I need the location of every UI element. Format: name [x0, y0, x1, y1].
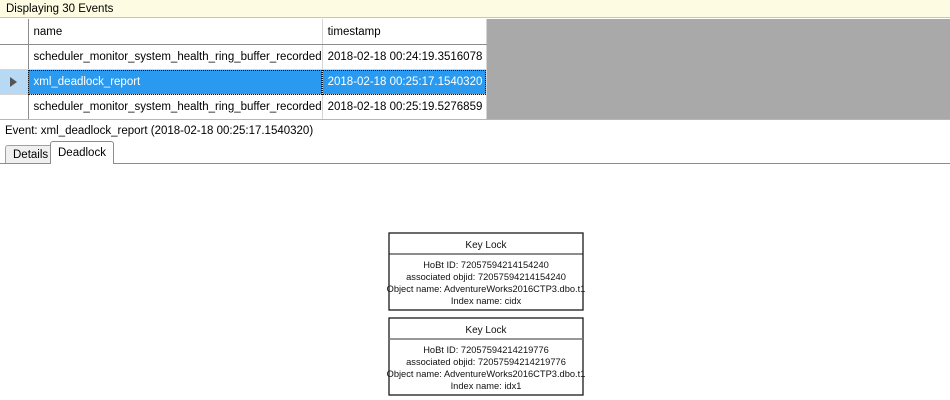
top-key-lock-line-3: Object name: AdventureWorks2016CTP3.dbo.… [387, 284, 586, 294]
row-selector-cell[interactable] [0, 94, 29, 119]
row-selector-cell[interactable] [0, 44, 29, 70]
cell-name[interactable]: xml_deadlock_report [28, 69, 323, 95]
row-selector-cell[interactable] [0, 69, 29, 95]
table-row-selected[interactable]: xml_deadlock_report 2018-02-18 00:25:17.… [0, 69, 487, 95]
deadlock-graph-svg: Request Mode: S Owner Mode: X Owner Mode… [387, 232, 586, 396]
table-header-row: name timestamp [0, 19, 487, 45]
row-selector-header [0, 19, 29, 45]
top-key-lock-line-1: HoBt ID: 72057594214154240 [423, 260, 549, 270]
column-header-name[interactable]: name [28, 19, 323, 45]
table-row[interactable]: scheduler_monitor_system_health_ring_buf… [0, 94, 487, 119]
cell-timestamp[interactable]: 2018-02-18 00:24:19.3516078 [322, 44, 487, 70]
tab-details[interactable]: Details [5, 145, 57, 164]
events-count-banner: Displaying 30 Events [0, 0, 950, 18]
resource-node-top-key-lock[interactable]: Key Lock HoBt ID: 72057594214154240 asso… [387, 232, 586, 311]
resource-node-bottom-key-lock[interactable]: Key Lock HoBt ID: 72057594214219776 asso… [387, 317, 586, 396]
tab-deadlock[interactable]: Deadlock [50, 141, 114, 164]
top-key-lock-line-4: Index name: cidx [451, 296, 522, 306]
top-key-lock-title: Key Lock [465, 240, 507, 251]
events-grid[interactable]: name timestamp scheduler_monitor_system_… [0, 19, 950, 119]
bottom-key-lock-line-3: Object name: AdventureWorks2016CTP3.dbo.… [387, 369, 586, 379]
cell-timestamp[interactable]: 2018-02-18 00:25:17.1540320 [322, 69, 487, 95]
deadlock-graph-canvas[interactable]: Request Mode: S Owner Mode: X Owner Mode… [0, 163, 950, 400]
tab-bar: Details Deadlock [0, 140, 950, 164]
top-key-lock-line-2: associated objid: 72057594214154240 [406, 272, 566, 282]
cell-name[interactable]: scheduler_monitor_system_health_ring_buf… [28, 94, 323, 119]
cell-timestamp[interactable]: 2018-02-18 00:25:19.5276859 [322, 94, 487, 119]
bottom-key-lock-title: Key Lock [465, 325, 507, 336]
bottom-key-lock-line-4: Index name: idx1 [451, 381, 522, 391]
events-table[interactable]: name timestamp scheduler_monitor_system_… [0, 19, 487, 119]
event-caption: Event: xml_deadlock_report (2018-02-18 0… [0, 119, 950, 139]
bottom-key-lock-line-1: HoBt ID: 72057594214219776 [423, 345, 549, 355]
cell-name[interactable]: scheduler_monitor_system_health_ring_buf… [28, 44, 323, 70]
table-row[interactable]: scheduler_monitor_system_health_ring_buf… [0, 44, 487, 70]
row-current-arrow-icon [10, 76, 18, 87]
bottom-key-lock-line-2: associated objid: 72057594214219776 [406, 357, 566, 367]
column-header-timestamp[interactable]: timestamp [322, 19, 487, 45]
